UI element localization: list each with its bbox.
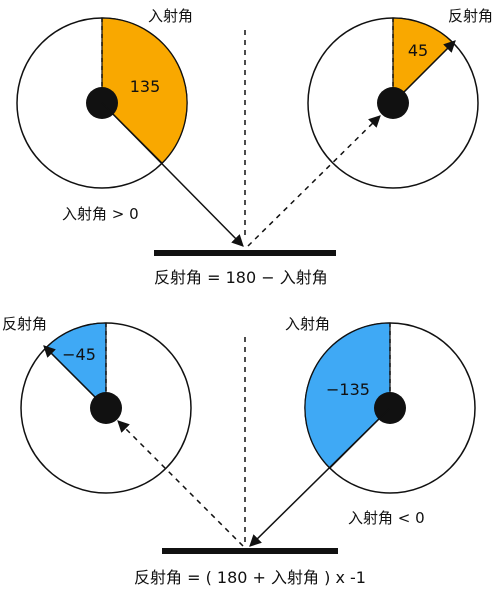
bottom-panel: −45 −135 反射角 入射角 入射角 < 0 反射角 = ( 180 + 入… [2,315,476,587]
bottom-incident-ray [249,407,391,547]
bottom-right-circle-label: 入射角 [285,315,330,333]
top-right-reflected-ray [392,40,456,104]
top-left-angle-value: 135 [130,77,161,96]
bottom-left-reflected-ray [43,345,107,409]
top-reflected-dashed-ray [247,115,381,247]
bottom-left-angle-value: −45 [62,345,96,364]
top-formula: 反射角 = 180 − 入射角 [154,268,328,287]
top-right-circle-label: 反射角 [448,7,493,25]
top-panel: 135 45 入射角 反射角 入射角 > 0 反射角 = 180 − 入射角 [16,7,493,287]
bottom-right-angle-value: −135 [326,380,370,399]
top-right-angle-value: 45 [408,41,428,60]
bottom-left-circle-label: 反射角 [2,315,47,333]
top-condition-label: 入射角 > 0 [62,205,139,223]
top-left-angle-sector [101,17,188,164]
top-right-circle: 45 [307,17,479,189]
top-mirror [154,250,336,256]
bottom-mirror [162,548,338,554]
bottom-formula: 反射角 = ( 180 + 入射角 ) x -1 [134,568,366,587]
bottom-condition-label: 入射角 < 0 [348,509,425,527]
top-incident-ray [101,102,244,247]
bottom-right-angle-sector [304,322,391,469]
top-left-circle-label: 入射角 [148,7,193,25]
